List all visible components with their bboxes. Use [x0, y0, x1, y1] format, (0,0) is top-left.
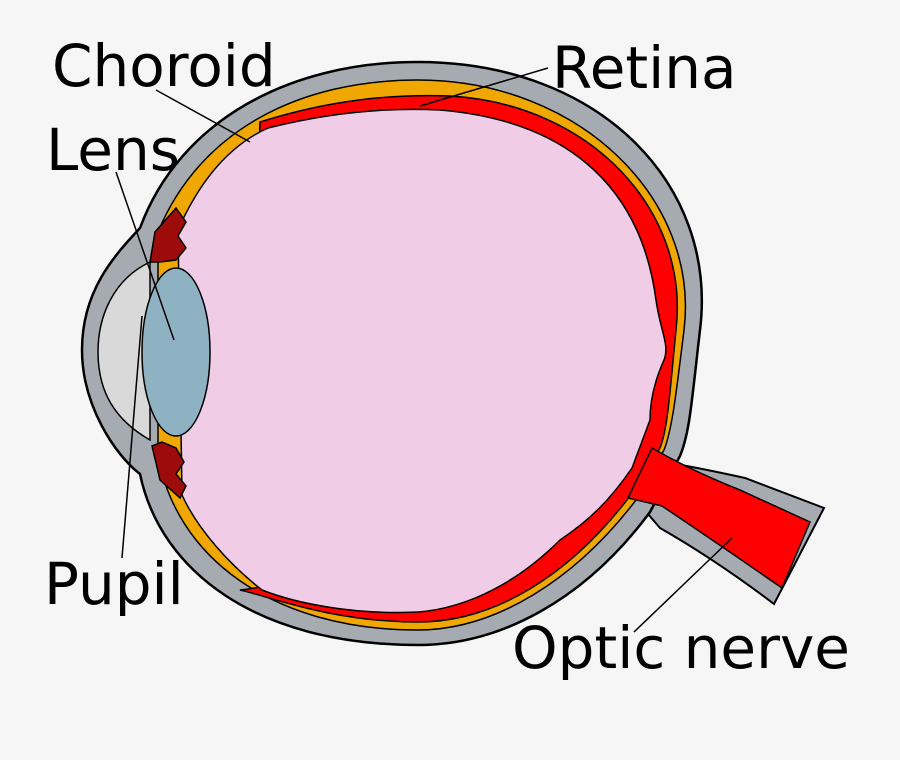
lens	[141, 267, 211, 437]
retina-label: Retina	[552, 34, 737, 102]
lens-leader-line	[115, 171, 175, 341]
lens-label: Lens	[46, 116, 180, 184]
choroid-label: Choroid	[52, 32, 276, 100]
optic-nerve-leader-line	[633, 537, 733, 633]
choroid-leader-line	[155, 89, 251, 143]
iris-upper	[149, 206, 187, 263]
optic-nerve-label: Optic nerve	[512, 614, 850, 682]
pupil-leader-line	[121, 315, 143, 559]
cornea	[97, 260, 151, 442]
optic-nerve	[626, 446, 811, 590]
pupil-label: Pupil	[44, 550, 184, 618]
retina-leader-line	[419, 67, 549, 107]
vitreous-body	[177, 108, 667, 614]
iris-lower	[151, 441, 187, 500]
